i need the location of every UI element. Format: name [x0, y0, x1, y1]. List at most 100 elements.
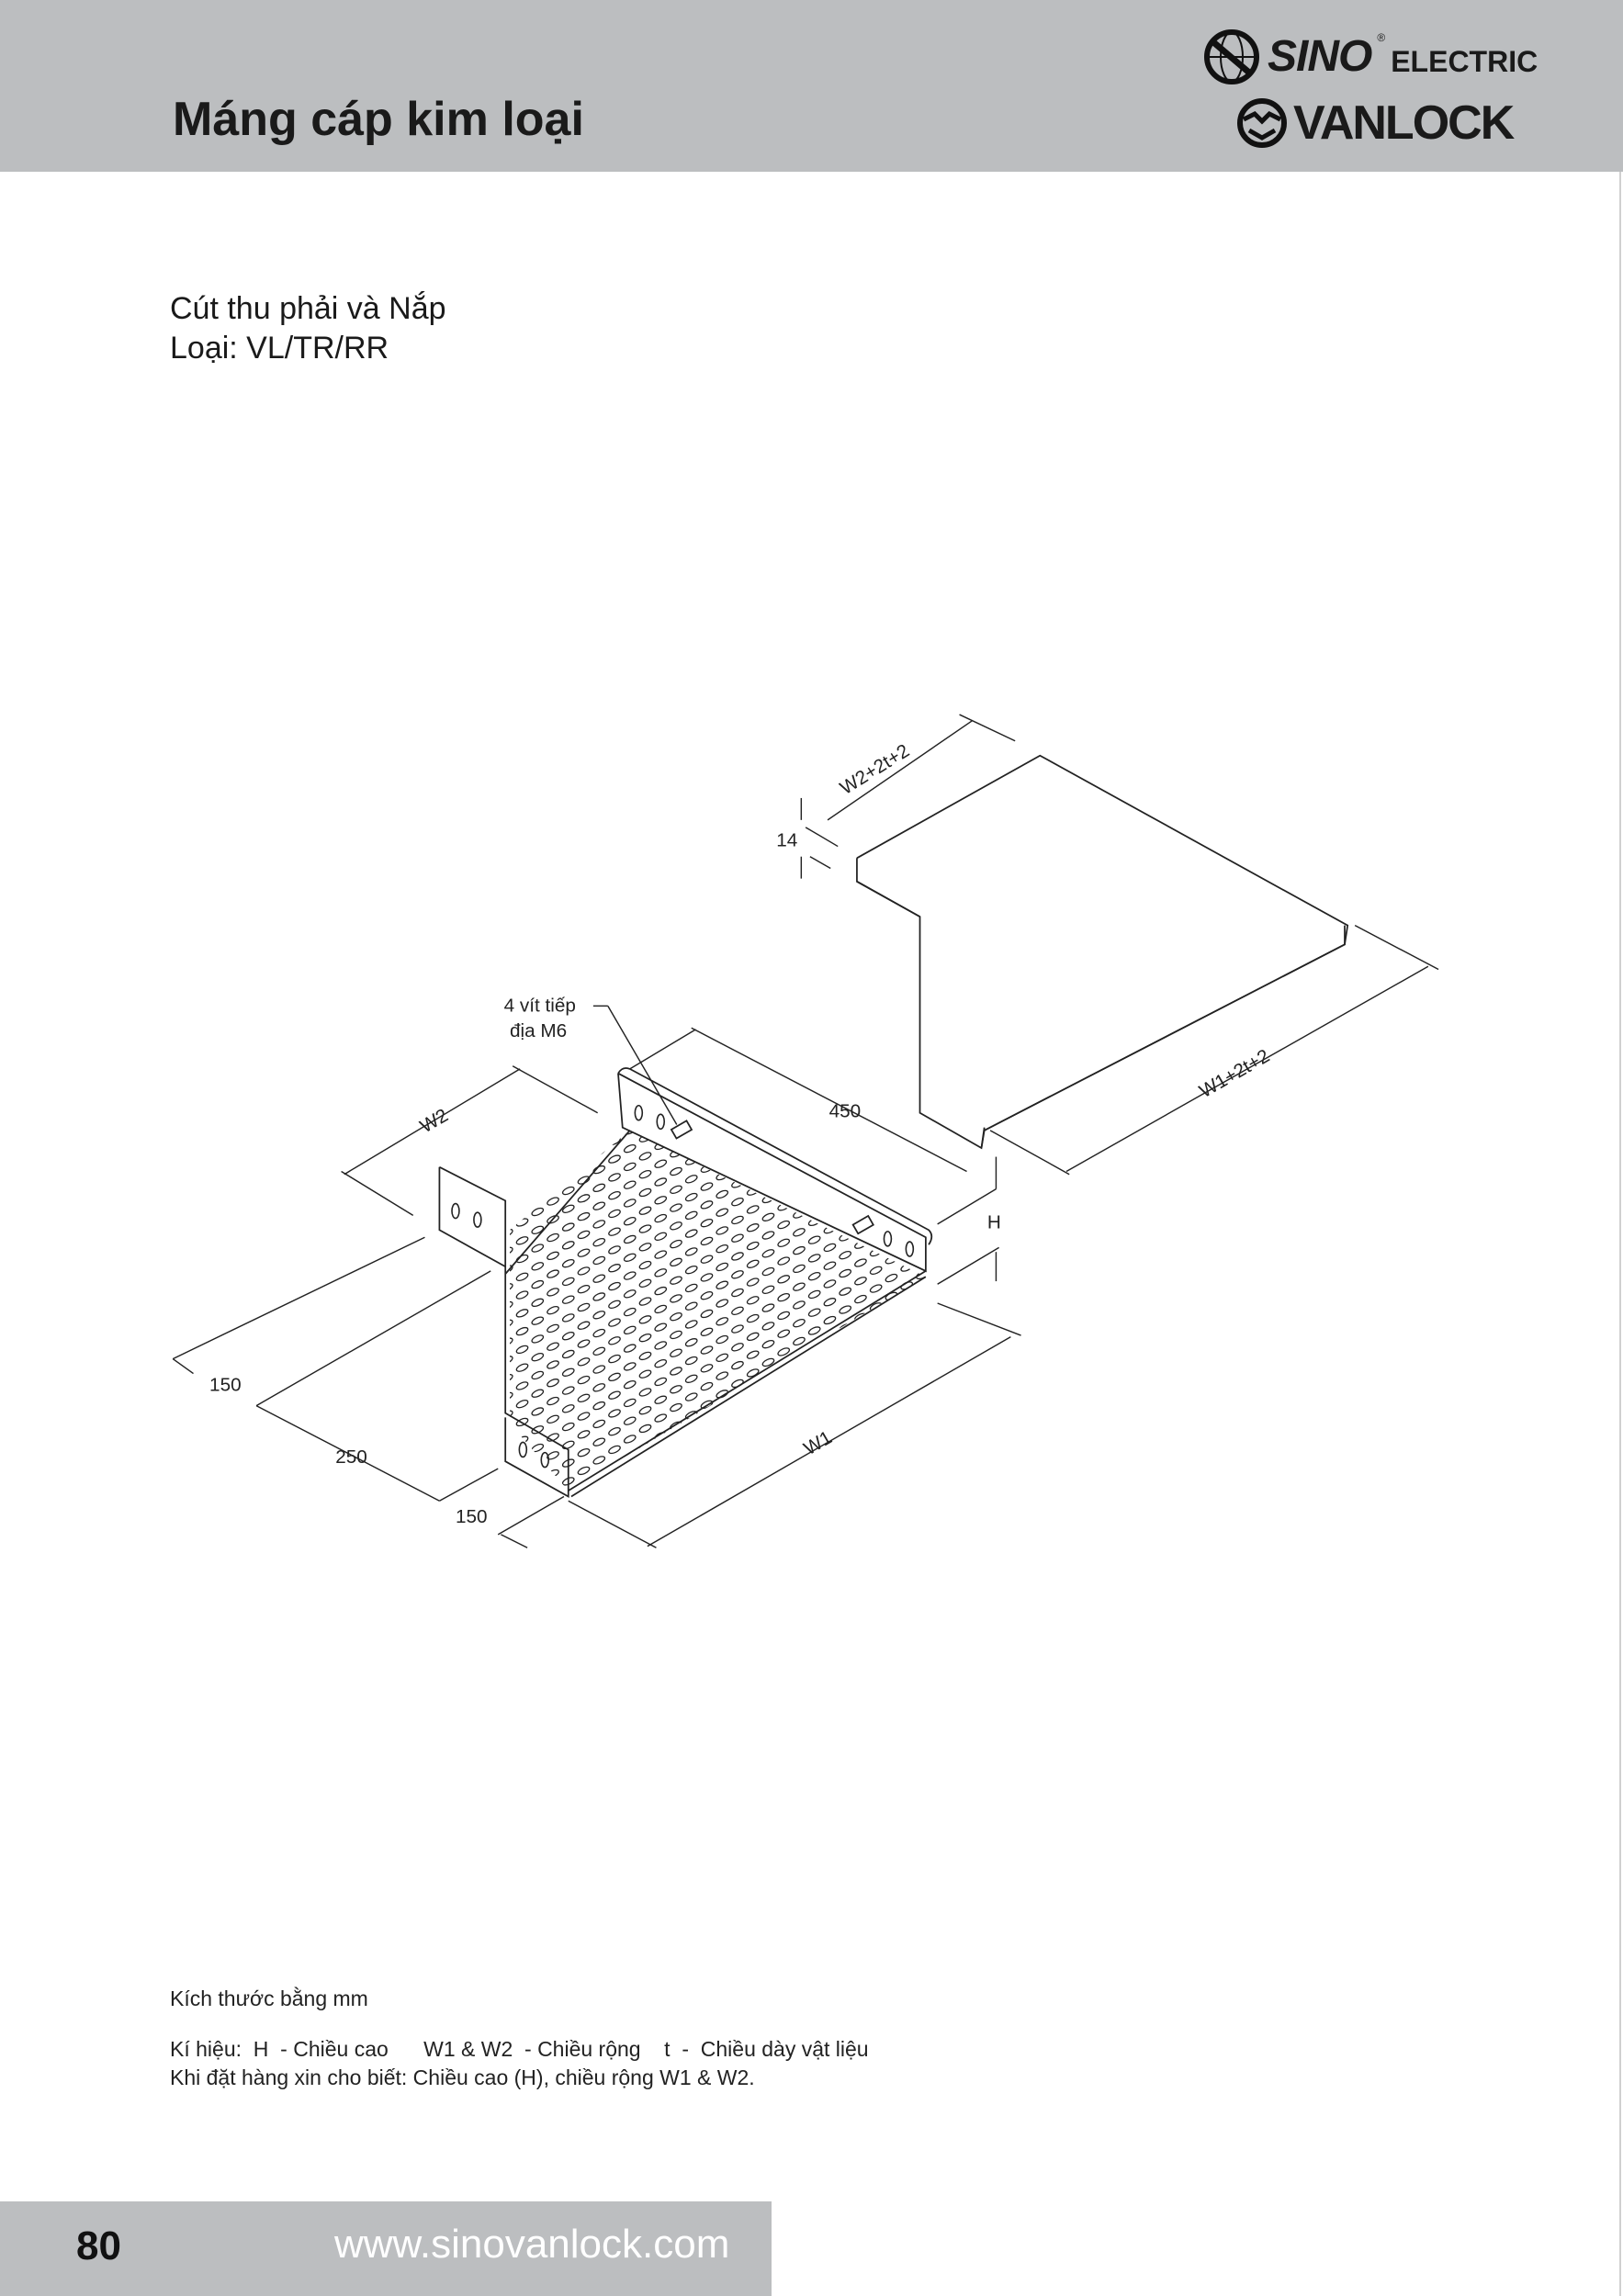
perforation-hole	[716, 1280, 729, 1289]
perforation-hole	[561, 1222, 575, 1232]
perforation-hole	[362, 1341, 376, 1351]
perforation-hole	[623, 1253, 637, 1262]
perforation-hole	[761, 1285, 775, 1295]
perforation-hole	[485, 1420, 499, 1430]
perforation-hole	[823, 1207, 837, 1216]
perforation-hole	[485, 1366, 499, 1376]
perforation-hole	[638, 1224, 652, 1233]
perforation-hole	[531, 1370, 545, 1380]
perforation-hole	[392, 1338, 406, 1348]
perforation-hole	[807, 1362, 821, 1372]
perforation-hole	[654, 1159, 668, 1168]
perforation-hole	[608, 1481, 621, 1491]
perforation-hole	[746, 1296, 760, 1305]
perforation-hole	[377, 1385, 390, 1395]
perforation-hole	[438, 1361, 452, 1371]
perforation-hole	[777, 1347, 791, 1356]
perforation-hole	[670, 1203, 682, 1212]
perforation-hole	[670, 1458, 682, 1467]
perforation-hole	[577, 1139, 591, 1149]
perforation-hole	[684, 1446, 698, 1457]
perforation-hole	[684, 1465, 698, 1474]
perforation-hole	[731, 1197, 744, 1207]
perforation-hole	[285, 1321, 299, 1331]
perforation-hole	[547, 1396, 559, 1406]
label-screw-2: địa M6	[510, 1020, 567, 1041]
perforation-hole	[623, 1143, 637, 1154]
perforation-hole	[869, 1230, 883, 1239]
perforation-hole	[638, 1170, 652, 1179]
logo-row-vanlock: VANLOCK	[1203, 96, 1589, 151]
perforation-hole	[531, 1153, 545, 1162]
perforation-hole	[577, 1375, 591, 1385]
perforation-hole	[807, 1199, 821, 1209]
perforation-hole	[670, 1402, 682, 1412]
perforation-hole	[854, 1331, 867, 1340]
product-name: Cút thu phải và Nắp	[170, 291, 446, 326]
perforation-hole	[700, 1255, 714, 1264]
perforation-hole	[638, 1243, 652, 1252]
perforation-hole	[362, 1359, 376, 1369]
perforation-hole	[700, 1454, 714, 1464]
perforation-hole	[485, 1202, 499, 1212]
perforation-hole	[547, 1342, 559, 1351]
perforation-hole	[362, 1304, 376, 1314]
perforation-hole	[561, 1131, 575, 1141]
perforation-hole	[346, 1278, 360, 1289]
perforation-hole	[684, 1192, 698, 1202]
perforation-hole	[793, 1173, 806, 1183]
perforation-hole	[885, 1273, 898, 1283]
perforation-hole	[454, 1404, 468, 1414]
perforation-hole	[839, 1341, 852, 1351]
perforation-hole	[623, 1289, 637, 1299]
perforation-hole	[547, 1379, 559, 1388]
perforation-hole	[777, 1366, 791, 1375]
perforation-hole	[561, 1332, 575, 1341]
perforation-hole	[746, 1423, 760, 1432]
perforation-hole	[469, 1266, 483, 1277]
perforation-hole	[731, 1324, 744, 1334]
perforation-hole	[716, 1135, 729, 1144]
perforation-hole	[561, 1386, 575, 1395]
perforation-hole	[509, 1246, 513, 1255]
perforation-hole	[469, 1322, 483, 1332]
perforation-hole	[654, 1177, 668, 1187]
perforation-hole	[577, 1285, 591, 1294]
perforation-hole	[592, 1255, 606, 1266]
perforation-hole	[670, 1294, 682, 1303]
perforation-hole	[670, 1166, 682, 1176]
perforation-hole	[454, 1332, 468, 1342]
perforation-hole	[346, 1334, 360, 1344]
perforation-hole	[547, 1142, 559, 1152]
perforation-hole	[509, 1174, 513, 1183]
perforation-hole	[515, 1381, 529, 1390]
perforation-hole	[638, 1424, 652, 1434]
perforation-hole	[638, 1187, 652, 1198]
perforation-hole	[916, 1252, 926, 1262]
perforation-hole	[577, 1430, 591, 1439]
page-number: 80	[76, 2223, 121, 2268]
perforation-hole	[515, 1254, 529, 1264]
perforation-hole	[684, 1374, 698, 1383]
perforation-hole	[423, 1317, 437, 1327]
website-link[interactable]: www.sinovanlock.com	[334, 2222, 730, 2267]
perforation-hole	[608, 1245, 621, 1255]
perforation-hole	[716, 1244, 729, 1254]
perforation-hole	[608, 1354, 621, 1364]
perforation-hole	[670, 1185, 682, 1194]
perforation-hole	[577, 1339, 591, 1348]
perforation-hole	[716, 1371, 729, 1380]
perforation-hole	[731, 1270, 744, 1279]
perforation-hole	[547, 1469, 559, 1479]
perforation-hole	[608, 1445, 621, 1455]
perforation-hole	[869, 1284, 883, 1293]
perforation-hole	[777, 1329, 791, 1338]
perforation-hole	[485, 1329, 499, 1339]
perforation-hole	[561, 1313, 575, 1322]
perforation-hole	[515, 1290, 529, 1300]
perforation-hole	[608, 1318, 621, 1327]
perforation-hole	[608, 1154, 621, 1164]
perforation-hole	[485, 1311, 499, 1321]
perforation-hole	[515, 1400, 529, 1409]
perforation-hole	[592, 1183, 606, 1193]
